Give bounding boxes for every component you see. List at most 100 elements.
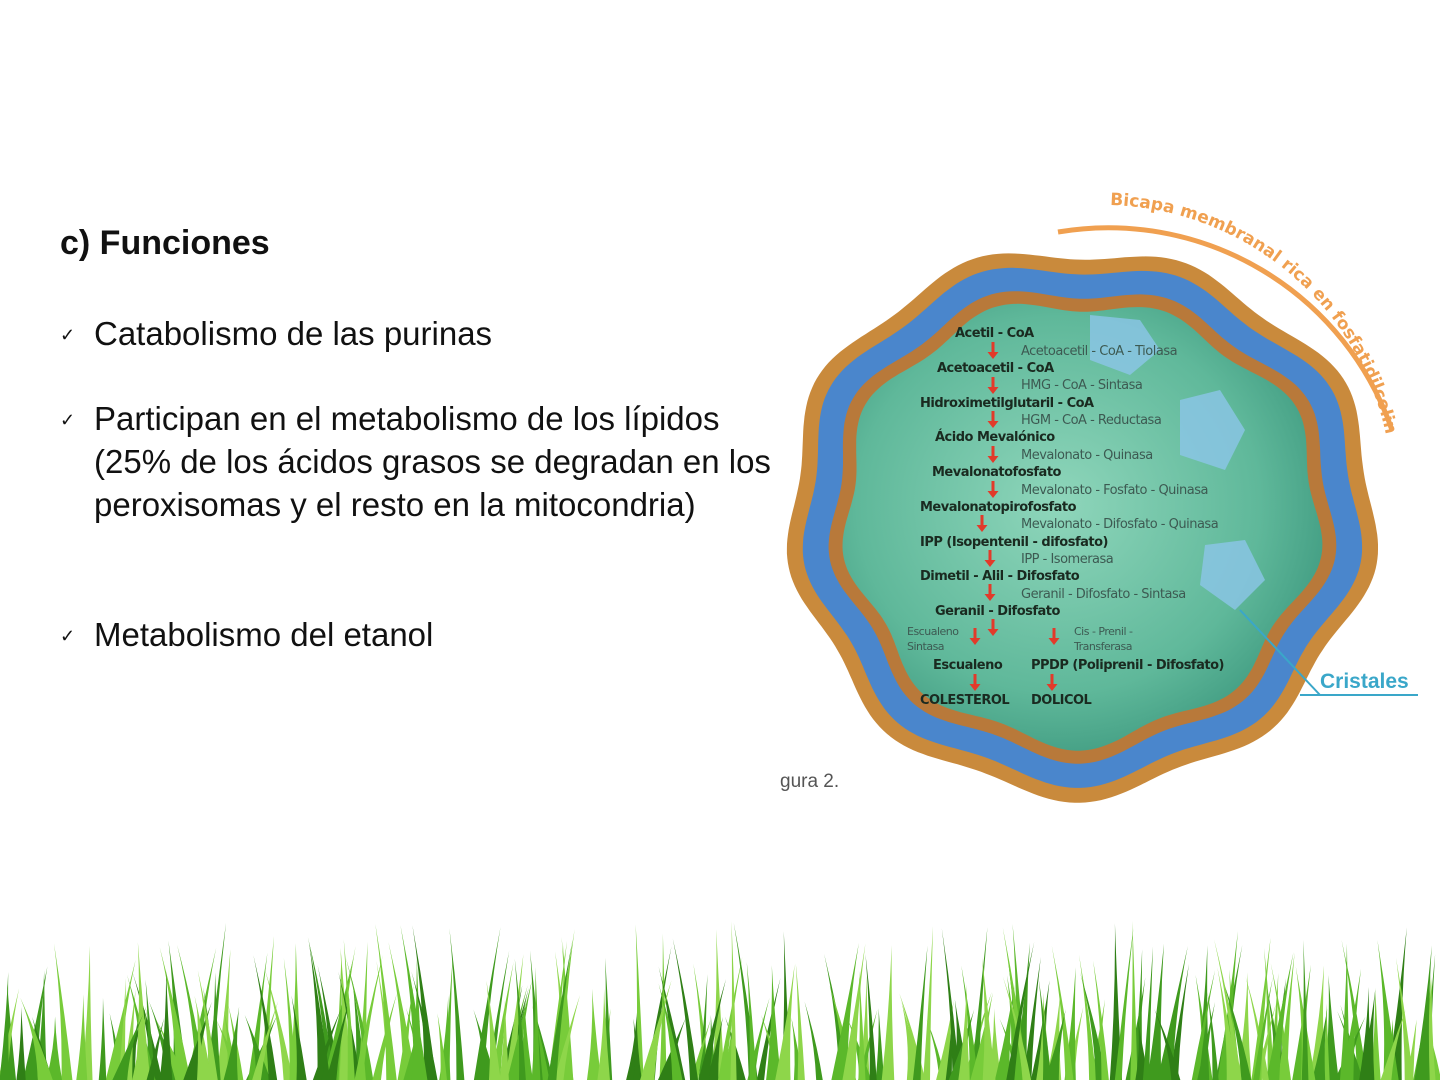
grass-blade bbox=[194, 995, 212, 1080]
grass-blade bbox=[718, 956, 743, 1080]
grass-blade bbox=[403, 1019, 420, 1080]
metabolite-label: Hidroximetilglutaril - CoA bbox=[920, 396, 1094, 411]
grass-blade bbox=[291, 995, 307, 1080]
grass-blade bbox=[982, 957, 996, 1080]
grass-blade bbox=[499, 1000, 509, 1080]
grass-blade bbox=[323, 957, 354, 1080]
grass-blade bbox=[326, 997, 351, 1080]
grass-blade bbox=[775, 964, 795, 1080]
enzyme-label: Mevalonato - Quinasa bbox=[1021, 448, 1153, 463]
grass-blade bbox=[105, 959, 136, 1080]
grass-blade bbox=[1380, 1009, 1406, 1080]
pathway-arrow bbox=[987, 377, 999, 394]
grass-blade bbox=[76, 994, 88, 1080]
grass-blade bbox=[98, 997, 107, 1080]
grass-blade bbox=[1147, 943, 1164, 1080]
grass-blade bbox=[1237, 972, 1252, 1080]
grass-blade bbox=[1006, 941, 1035, 1080]
grass-blade bbox=[223, 1006, 240, 1080]
grass-blade bbox=[514, 958, 526, 1080]
grass-blade bbox=[1157, 946, 1188, 1080]
metabolite-label: IPP (Isopentenil - difosfato) bbox=[920, 535, 1109, 550]
grass-blade bbox=[1387, 927, 1407, 1080]
grass-blade bbox=[1341, 968, 1362, 1080]
grass-blade bbox=[372, 992, 398, 1080]
metabolite-label: DOLICOL bbox=[1031, 693, 1092, 708]
enzyme-label: Acetoacetil - CoA - Tiolasa bbox=[1021, 344, 1178, 359]
grass-blade bbox=[561, 936, 574, 1080]
enzyme-label: IPP - Isomerasa bbox=[1021, 552, 1114, 567]
grass-blade bbox=[795, 963, 805, 1080]
grass-blade bbox=[1022, 957, 1041, 1080]
enzyme-label: Escualeno Sintasa bbox=[907, 625, 959, 653]
grass-blade bbox=[1406, 1019, 1417, 1080]
grass-blade bbox=[549, 929, 575, 1080]
grass-blade bbox=[183, 1001, 212, 1080]
grass-blade bbox=[633, 1018, 641, 1080]
grass-blade bbox=[945, 1012, 953, 1080]
grass-blade bbox=[1078, 954, 1097, 1080]
grass-blade bbox=[693, 963, 710, 1080]
grass-blade bbox=[259, 936, 274, 1080]
grass-blade bbox=[1154, 1008, 1181, 1080]
grass-blade bbox=[534, 1010, 554, 1080]
grass-blade bbox=[586, 988, 602, 1080]
grass-blade bbox=[473, 927, 501, 1080]
metabolite-label: Mevalonatofosfato bbox=[932, 465, 1061, 480]
membrane-pointer-arc bbox=[1057, 225, 1395, 431]
grass-blade bbox=[248, 952, 268, 1080]
bullet-item: ✓ Metabolismo del etanol bbox=[60, 613, 794, 656]
grass-blade bbox=[970, 927, 988, 1080]
grass-blade bbox=[1277, 952, 1295, 1080]
grass-blade bbox=[831, 942, 859, 1080]
grass-blade bbox=[397, 985, 414, 1080]
grass-blade bbox=[46, 1016, 63, 1080]
grass-blade bbox=[766, 965, 781, 1080]
grass-blade bbox=[196, 1003, 205, 1080]
grass-blade bbox=[486, 980, 501, 1080]
pathway-arrow bbox=[987, 619, 999, 636]
metabolite-label: Geranil - Difosfato bbox=[935, 604, 1060, 619]
grass-blade bbox=[345, 958, 374, 1080]
bullet-item: ✓ Catabolismo de las purinas bbox=[60, 312, 794, 355]
grass-blade bbox=[548, 940, 567, 1080]
crystal-shapes bbox=[1090, 315, 1265, 610]
grass-blade bbox=[388, 941, 416, 1080]
grass-blade bbox=[411, 958, 424, 1080]
grass-blade bbox=[36, 970, 47, 1080]
grass-blade bbox=[672, 938, 698, 1080]
grass-blade bbox=[658, 966, 686, 1080]
enzyme-label: HMG - CoA - Sintasa bbox=[1021, 378, 1143, 393]
pathway-arrow bbox=[987, 446, 999, 463]
grass-blade bbox=[159, 947, 191, 1080]
grass-blade bbox=[554, 995, 581, 1080]
grass-blade bbox=[244, 1014, 271, 1080]
grass-blade bbox=[1340, 943, 1351, 1080]
grass-blade bbox=[32, 1016, 53, 1080]
grass-blade bbox=[1114, 928, 1134, 1080]
grass-blade bbox=[1385, 1019, 1396, 1080]
grass-blade bbox=[1301, 939, 1309, 1080]
pathway-arrow bbox=[987, 411, 999, 428]
checkmark-icon: ✓ bbox=[60, 410, 76, 430]
grass-blade bbox=[1109, 923, 1123, 1080]
grass-blade bbox=[308, 941, 331, 1080]
enzyme-label: HGM - CoA - Reductasa bbox=[1021, 413, 1162, 428]
grass-blade bbox=[698, 974, 708, 1080]
pathway-arrow bbox=[987, 481, 999, 498]
metabolite-label: Dimetil - Alil - Difosfato bbox=[920, 569, 1080, 584]
grass-blade bbox=[711, 929, 725, 1080]
enzyme-label: Cis - Prenil - Transferasa bbox=[1074, 625, 1133, 653]
grass-blade bbox=[1266, 952, 1294, 1080]
grass-blade bbox=[1013, 942, 1030, 1080]
grass-blade bbox=[1292, 964, 1311, 1080]
grass-blade bbox=[1395, 957, 1414, 1080]
grass-blade bbox=[746, 961, 757, 1080]
pathway-arrow bbox=[1048, 628, 1060, 645]
checkmark-icon: ✓ bbox=[60, 626, 76, 646]
grass-blade bbox=[23, 966, 48, 1080]
grass-blade bbox=[437, 1013, 447, 1080]
grass-blade bbox=[135, 942, 151, 1080]
grass-blade bbox=[112, 1014, 144, 1080]
grass-blade bbox=[1007, 975, 1024, 1080]
